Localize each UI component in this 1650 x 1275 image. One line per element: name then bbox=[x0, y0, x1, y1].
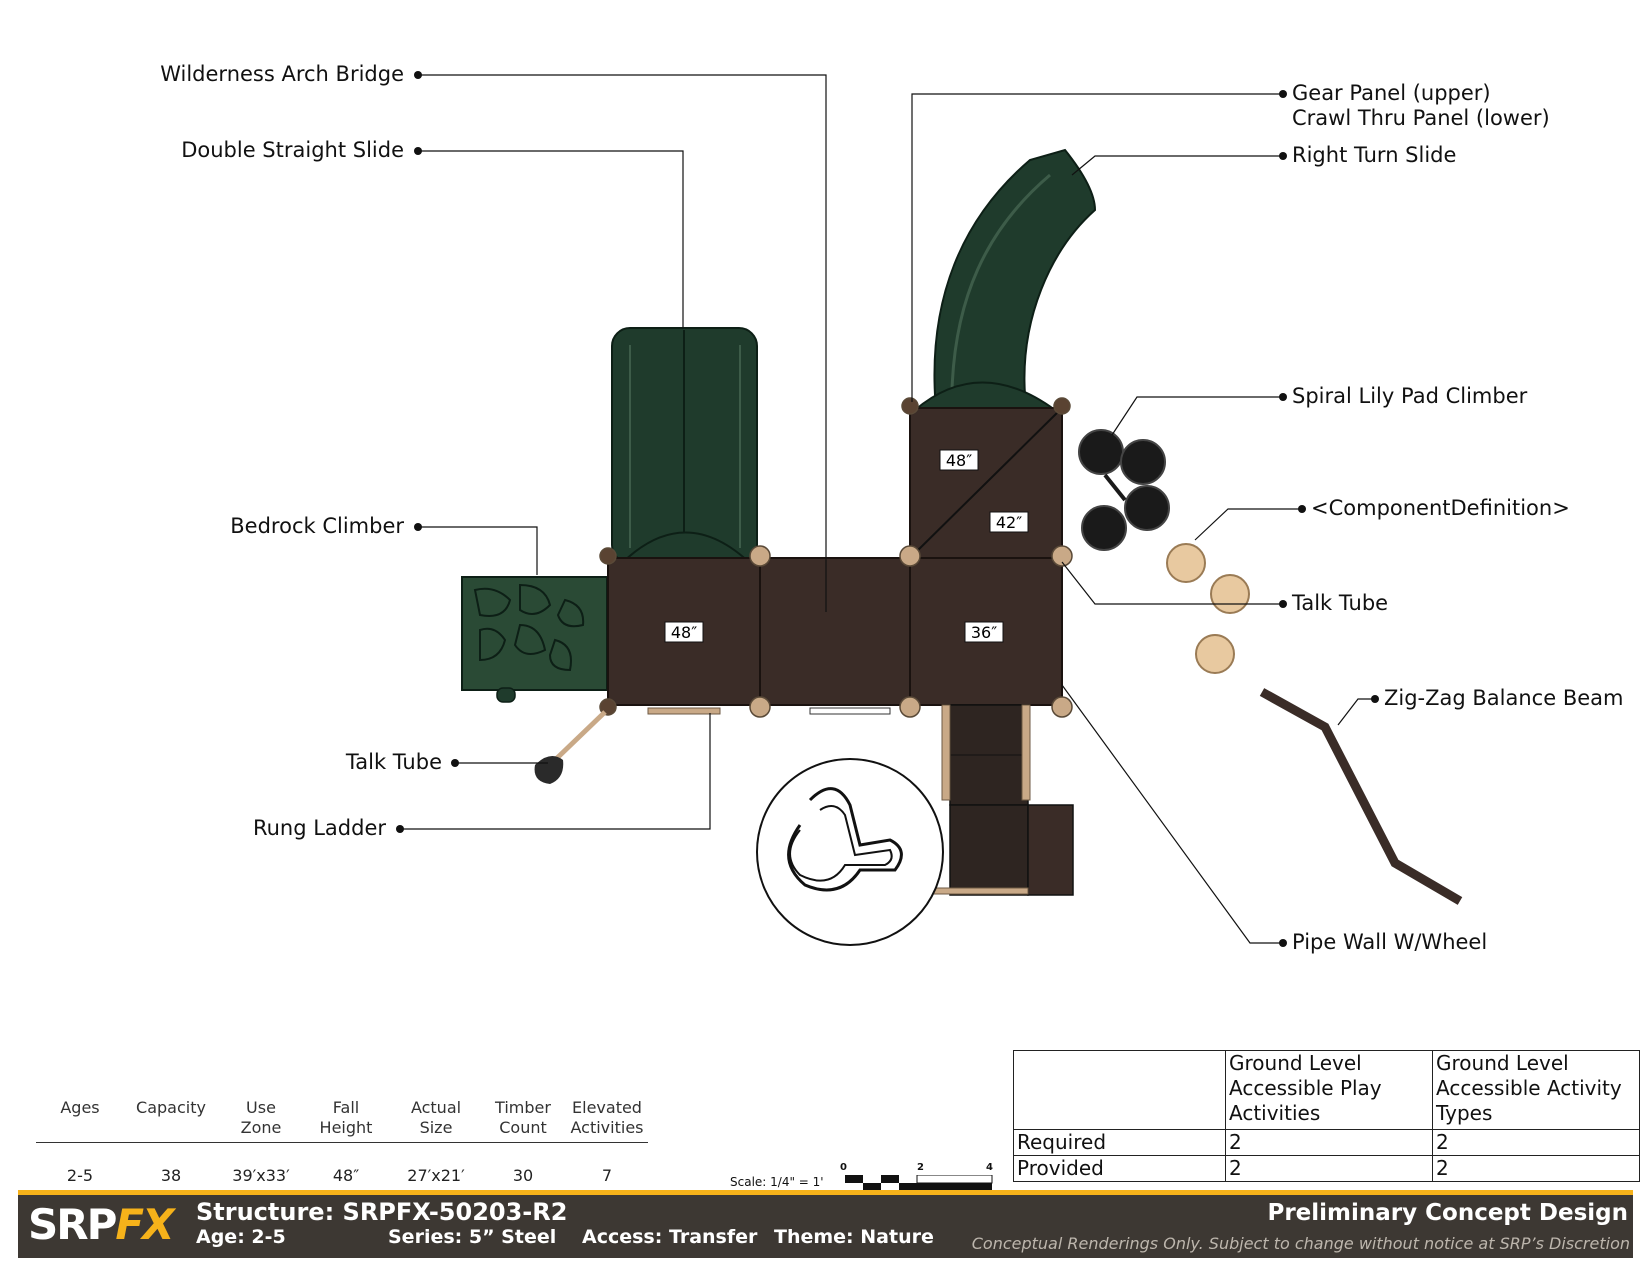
footer-access: Access: Transfer bbox=[582, 1226, 758, 1248]
accessibility-row-label: Required bbox=[1013, 1129, 1226, 1156]
callout-talk-tube-right: Talk Tube bbox=[1292, 591, 1389, 615]
spec-value-timber-count: 30 bbox=[512, 1166, 534, 1185]
callout-right-turn-slide: Right Turn Slide bbox=[1292, 143, 1457, 167]
spec-value-use-zone: 39′x33′ bbox=[232, 1166, 290, 1185]
talk-tube-left-shape bbox=[534, 710, 607, 784]
callout-talk-tube-left: Talk Tube bbox=[345, 750, 442, 774]
callout-bedrock-climber: Bedrock Climber bbox=[230, 514, 404, 538]
spiral-lily-pad-climber-shape bbox=[1078, 429, 1170, 551]
callout-pipe-wall-wheel: Pipe Wall W/Wheel bbox=[1292, 930, 1488, 954]
accessibility-row-required: Required 2 2 bbox=[1013, 1129, 1640, 1156]
accessibility-cell-types: 2 bbox=[1432, 1155, 1640, 1182]
footer-structure: Structure: SRPFX-50203-R2 bbox=[196, 1198, 568, 1226]
srpfx-logo: SRPFX bbox=[28, 1200, 174, 1249]
footer-series: Series: 5” Steel bbox=[388, 1226, 557, 1248]
accessibility-cell-types: 2 bbox=[1432, 1129, 1640, 1156]
scale-tick-0: 0 bbox=[840, 1162, 847, 1173]
deck-height-upper-right: 48″ bbox=[946, 451, 972, 470]
spec-header-ages: Ages bbox=[60, 1098, 100, 1117]
spec-value-capacity: 38 bbox=[160, 1166, 182, 1185]
spec-divider bbox=[36, 1142, 648, 1143]
footer-status: Preliminary Concept Design bbox=[1267, 1200, 1628, 1226]
callout-rung-ladder: Rung Ladder bbox=[252, 816, 386, 840]
support-posts bbox=[599, 397, 1073, 718]
callout-zig-zag-balance-beam: Zig-Zag Balance Beam bbox=[1384, 686, 1624, 710]
zig-zag-balance-beam-shape bbox=[1259, 688, 1463, 905]
deck-platforms bbox=[607, 407, 1074, 896]
callout-leader-lines bbox=[400, 74, 1375, 944]
accessibility-corner-cell bbox=[1013, 1050, 1226, 1130]
footer-disclaimer: Conceptual Renderings Only. Subject to c… bbox=[971, 1234, 1630, 1253]
footer-bar bbox=[18, 1190, 1633, 1258]
stepping-stumps bbox=[1166, 543, 1250, 674]
footer-accent-stripe bbox=[18, 1190, 1633, 1195]
callout-spiral-lily-pad-climber: Spiral Lily Pad Climber bbox=[1292, 384, 1528, 408]
accessibility-row-provided: Provided 2 2 bbox=[1013, 1155, 1640, 1182]
callout-wilderness-arch-bridge: Wilderness Arch Bridge bbox=[160, 62, 404, 86]
footer-theme: Theme: Nature bbox=[774, 1226, 934, 1248]
accessibility-row-label: Provided bbox=[1013, 1155, 1226, 1182]
bedrock-climber-shape bbox=[461, 576, 608, 703]
spec-value-ages: 2-5 bbox=[66, 1166, 94, 1185]
spec-value-actual-size: 27′x21′ bbox=[407, 1166, 465, 1185]
spec-value-fall-height: 48″ bbox=[332, 1166, 360, 1185]
spec-value-elevated-activities: 7 bbox=[601, 1166, 613, 1185]
spec-header-capacity: Capacity bbox=[136, 1098, 206, 1117]
scale-tick-2: 2 bbox=[917, 1162, 924, 1173]
callout-gear-panel: Gear Panel (upper) bbox=[1292, 81, 1491, 105]
callout-component-definition: <ComponentDefinition> bbox=[1311, 496, 1570, 520]
footer-age: Age: 2-5 bbox=[196, 1226, 286, 1248]
scale-tick-4: 4 bbox=[986, 1162, 993, 1173]
deck-height-diagonal: 42″ bbox=[996, 513, 1022, 532]
scale-label: Scale: 1/4" = 1' bbox=[730, 1175, 824, 1189]
right-turn-slide-shape bbox=[912, 148, 1097, 411]
deck-height-lower-right: 36″ bbox=[971, 623, 997, 642]
double-straight-slide-shape bbox=[611, 327, 758, 566]
accessibility-symbol bbox=[756, 758, 944, 946]
scale-bar-graphic bbox=[845, 1175, 993, 1193]
accessibility-cell-play: 2 bbox=[1225, 1129, 1433, 1156]
accessibility-cell-play: 2 bbox=[1225, 1155, 1433, 1182]
callout-double-straight-slide: Double Straight Slide bbox=[181, 138, 404, 162]
deck-height-labels: 48″ 48″ 42″ 36″ bbox=[664, 449, 1029, 643]
callout-crawl-thru-panel: Crawl Thru Panel (lower) bbox=[1292, 106, 1550, 130]
callout-bullets bbox=[396, 71, 1379, 947]
deck-height-left: 48″ bbox=[671, 623, 697, 642]
playground-plan-diagram: 48″ 48″ 42″ 36″ bbox=[396, 71, 1463, 947]
